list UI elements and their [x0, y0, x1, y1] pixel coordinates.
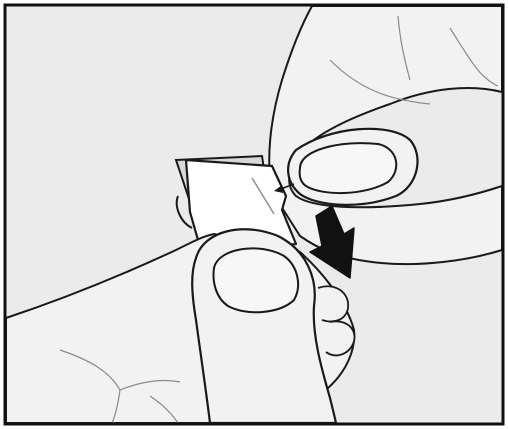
- upper-thumbnail: [300, 143, 397, 193]
- lower-thumbnail: [214, 248, 299, 312]
